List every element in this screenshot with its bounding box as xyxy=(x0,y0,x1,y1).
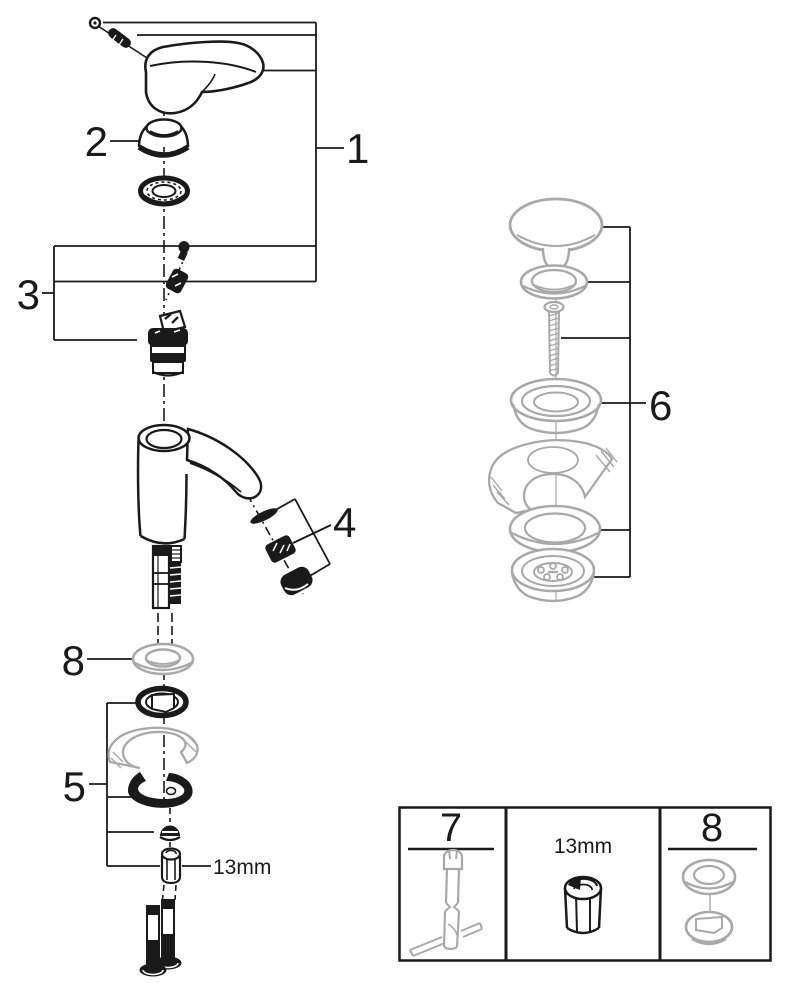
callout-6-label: 6 xyxy=(649,382,672,429)
callout-5-label: 5 xyxy=(63,763,86,810)
slip-ring xyxy=(135,685,189,719)
drain-assembly xyxy=(488,197,618,603)
callout-8-label: 8 xyxy=(62,637,85,684)
drain-plug-washer xyxy=(519,264,589,300)
socket-tool-icon xyxy=(409,848,483,957)
callout-2-label: 2 xyxy=(85,118,108,165)
callout-4-label: 4 xyxy=(333,499,356,546)
drain-plug xyxy=(508,197,604,272)
drain-lower-washer xyxy=(508,504,602,554)
dome-nut xyxy=(159,825,181,842)
supply-hoses xyxy=(151,544,182,610)
washer-pair-icon xyxy=(681,858,737,946)
aerator-insert xyxy=(265,535,296,563)
callout-5-bracket xyxy=(89,702,160,867)
table-nut-size: 13mm xyxy=(554,835,612,858)
aerator-gasket xyxy=(250,508,278,524)
callout-1-bracket xyxy=(103,21,344,282)
drain-wedge-gasket xyxy=(488,439,618,515)
table-washer-number: 8 xyxy=(701,806,723,850)
drain-screw-rod xyxy=(543,300,565,377)
handle-lever xyxy=(144,40,265,115)
drain-strainer-nut xyxy=(510,547,596,603)
hex-nut-icon xyxy=(563,875,603,935)
callout-3-label: 3 xyxy=(17,271,40,318)
aerator-housing xyxy=(280,566,313,596)
cartridge-screw xyxy=(177,241,190,261)
table-cell-nut: 13mm xyxy=(554,835,612,935)
mounting-studs xyxy=(139,899,182,977)
cartridge xyxy=(148,309,188,377)
mounting-ring xyxy=(138,175,190,207)
drain-flange xyxy=(509,377,603,435)
parts-table: 7 13mm xyxy=(398,806,772,962)
handle-screw xyxy=(88,16,148,59)
base-washer xyxy=(131,642,195,676)
callout-labels: 1 2 3 4 5 6 8 13mm xyxy=(17,118,673,879)
cartridge-cap xyxy=(165,268,189,294)
table-cell-washer: 8 xyxy=(668,806,757,946)
aerator-parts xyxy=(250,508,313,596)
mounting-clamp xyxy=(127,772,193,808)
table-tool-number: 7 xyxy=(440,806,462,850)
stabilizer-plate-ghost xyxy=(107,726,199,770)
hex-nut xyxy=(160,847,182,885)
hex-nut-size-label: 13mm xyxy=(213,856,271,879)
callout-4-bracket xyxy=(269,498,332,578)
table-cell-tool: 7 xyxy=(408,806,494,957)
escutcheon-cap xyxy=(137,118,190,158)
callout-1-label: 1 xyxy=(346,125,369,172)
callout-6-bracket xyxy=(561,226,646,578)
faucet-body xyxy=(136,423,263,545)
